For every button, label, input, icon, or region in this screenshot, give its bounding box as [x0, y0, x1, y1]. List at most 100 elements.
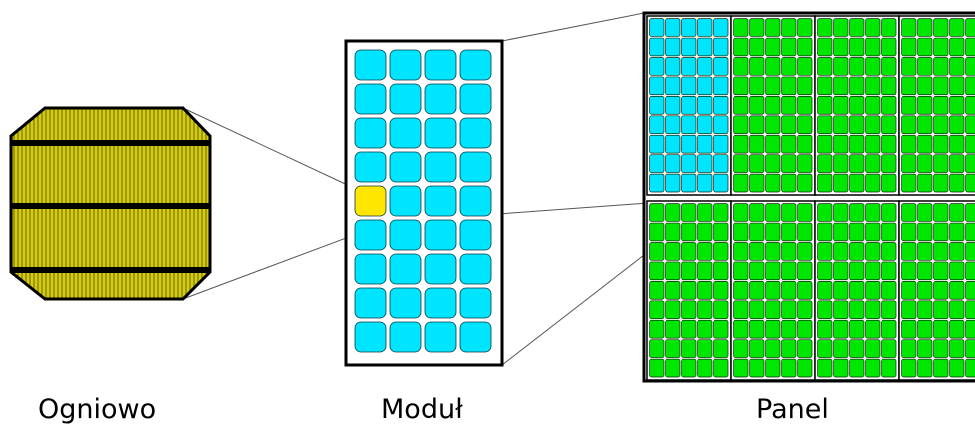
- module-cell: [424, 49, 457, 81]
- panel-cell: [649, 261, 665, 281]
- panel-cell: [697, 339, 713, 358]
- module-cell: [354, 49, 387, 81]
- module-cell: [354, 287, 387, 319]
- panel-cell: [933, 222, 949, 242]
- panel-cell: [901, 173, 917, 193]
- panel-cell: [749, 319, 765, 339]
- panel-cell: [649, 358, 665, 378]
- panel-module: [898, 15, 975, 196]
- panel-cell: [697, 115, 713, 135]
- panel-cell: [781, 261, 797, 281]
- module-cell: [389, 287, 422, 319]
- panel-cell: [949, 96, 965, 115]
- module-cell: [389, 321, 422, 353]
- panel-cell: [865, 222, 881, 242]
- panel-cell: [849, 37, 865, 57]
- panel-cell: [917, 339, 933, 358]
- solar-cell-busbars: [11, 140, 210, 273]
- panel-cell: [949, 319, 965, 339]
- panel-cell: [833, 96, 849, 115]
- panel-cell: [933, 115, 949, 135]
- panel-module: [898, 200, 975, 381]
- panel-cell: [681, 261, 697, 281]
- panel-cell: [833, 203, 849, 222]
- panel-cell: [649, 18, 665, 37]
- panel-cell: [681, 134, 697, 154]
- panel-cell: [949, 173, 965, 193]
- caption-panel: Panel: [756, 394, 829, 425]
- panel-cell: [713, 358, 729, 378]
- panel-cell: [733, 37, 749, 57]
- panel-cell: [665, 203, 681, 222]
- panel-cell: [649, 339, 665, 358]
- panel-cell: [865, 300, 881, 320]
- panel-cell: [649, 173, 665, 193]
- solar-module: [344, 39, 504, 367]
- panel-cell: [797, 358, 813, 378]
- panel-cell: [681, 222, 697, 242]
- panel-cell: [697, 261, 713, 281]
- module-cell: [459, 117, 492, 149]
- panel-cell: [713, 76, 729, 96]
- module-cell: [459, 219, 492, 251]
- panel-cell: [881, 281, 897, 300]
- panel-module: [814, 15, 900, 196]
- panel-cell: [965, 76, 975, 96]
- panel-cell: [949, 18, 965, 37]
- panel-cell: [681, 300, 697, 320]
- panel-cell: [817, 339, 833, 358]
- panel-cell: [865, 358, 881, 378]
- panel-cell: [713, 300, 729, 320]
- panel-cell: [965, 203, 975, 222]
- panel-cell: [965, 154, 975, 173]
- panel-cell: [881, 154, 897, 173]
- panel-cell: [649, 242, 665, 261]
- connector-line: [501, 12, 645, 42]
- module-cell: [424, 321, 457, 353]
- panel-cell: [713, 115, 729, 135]
- panel-cell: [765, 115, 781, 135]
- panel-cell: [833, 319, 849, 339]
- panel-cell: [901, 96, 917, 115]
- panel-cell: [765, 261, 781, 281]
- panel-cell: [749, 358, 765, 378]
- panel-cell: [965, 115, 975, 135]
- panel-cell: [817, 154, 833, 173]
- panel-cell: [901, 261, 917, 281]
- panel-cell: [681, 57, 697, 76]
- panel-cell: [917, 203, 933, 222]
- panel-cell: [933, 300, 949, 320]
- panel-cell: [865, 203, 881, 222]
- panel-cell: [781, 300, 797, 320]
- panel-cell: [833, 115, 849, 135]
- panel-cell: [749, 37, 765, 57]
- panel-cell: [849, 300, 865, 320]
- panel-cell: [781, 281, 797, 300]
- panel-cell: [713, 37, 729, 57]
- panel-cell: [649, 222, 665, 242]
- panel-cell: [697, 242, 713, 261]
- panel-cell: [917, 76, 933, 96]
- panel-cell: [965, 242, 975, 261]
- panel-cell: [817, 96, 833, 115]
- panel-cell: [765, 242, 781, 261]
- module-cell: [354, 253, 387, 285]
- panel-cell: [865, 57, 881, 76]
- panel-cell: [917, 154, 933, 173]
- panel-cell: [749, 281, 765, 300]
- panel-cell: [797, 76, 813, 96]
- panel-cell: [649, 115, 665, 135]
- panel-cell: [665, 319, 681, 339]
- panel-cell: [881, 242, 897, 261]
- panel-cell: [797, 339, 813, 358]
- panel-cell: [849, 115, 865, 135]
- panel-cell: [817, 57, 833, 76]
- panel-cell: [901, 134, 917, 154]
- panel-cell: [833, 154, 849, 173]
- panel-cell: [917, 37, 933, 57]
- panel-cell: [649, 319, 665, 339]
- panel-cell: [849, 203, 865, 222]
- panel-cell: [965, 222, 975, 242]
- panel-cell: [965, 319, 975, 339]
